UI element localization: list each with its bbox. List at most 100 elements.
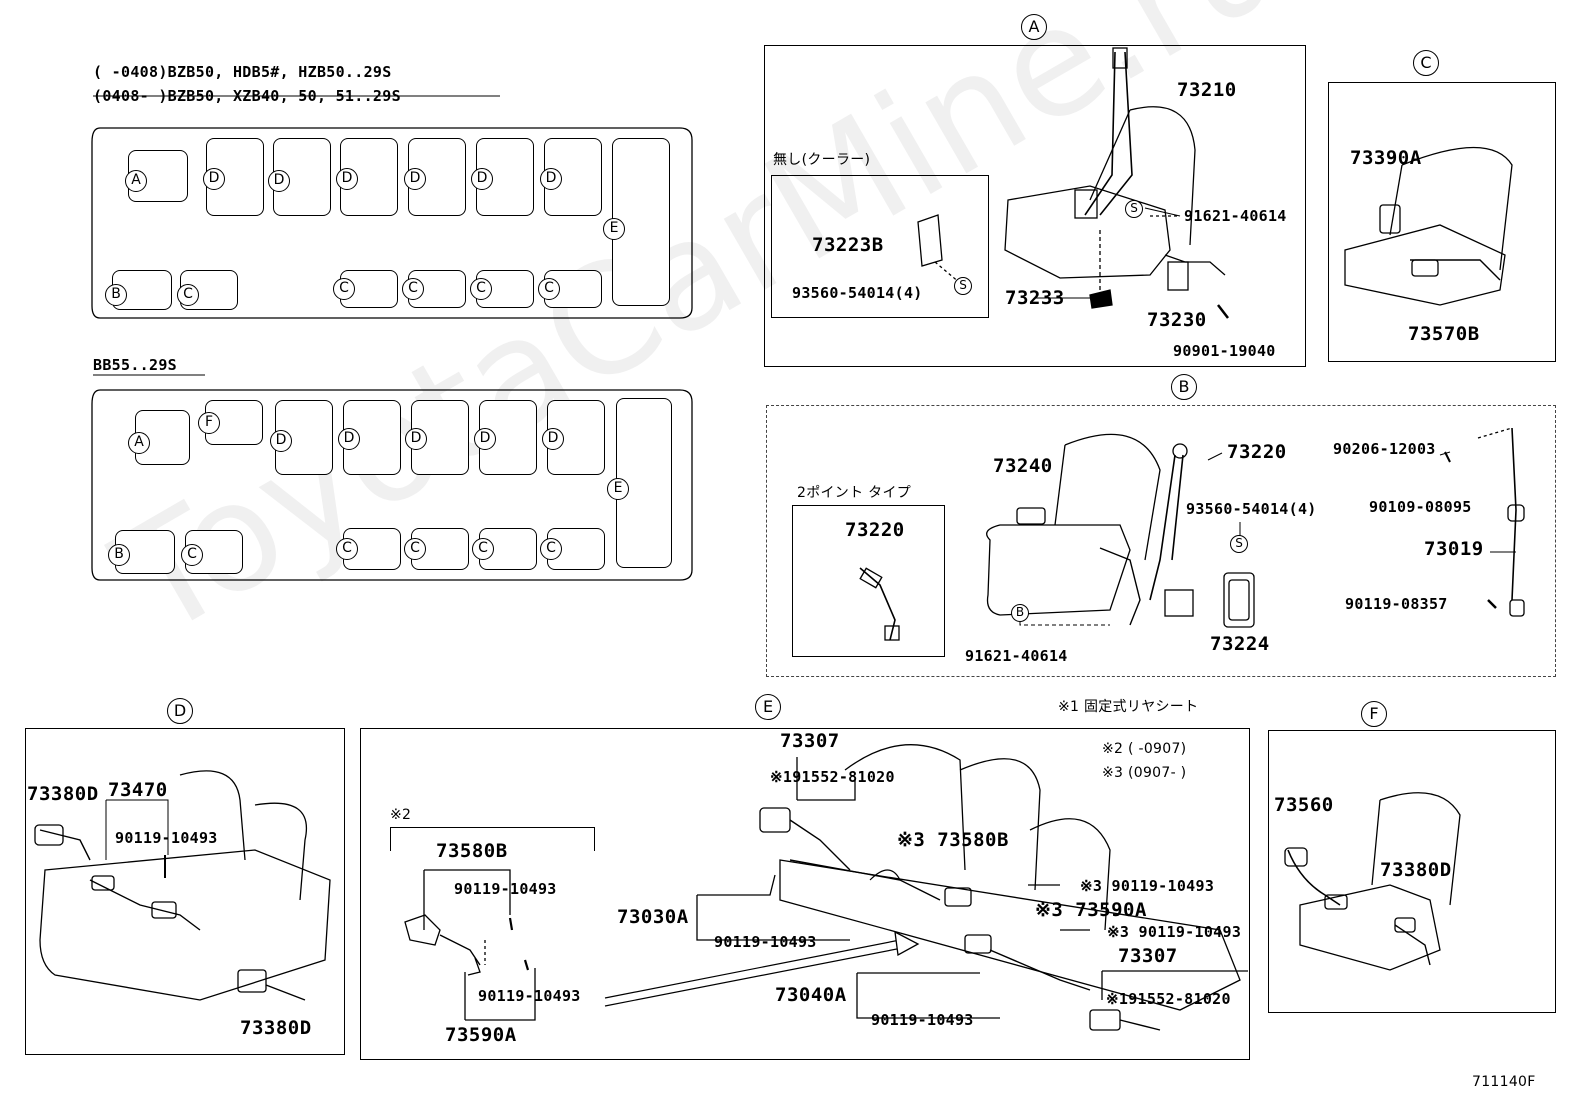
bus2-seat-front bbox=[115, 530, 175, 574]
bus2-marker-d: D bbox=[542, 428, 564, 450]
section-c-title: C bbox=[1413, 50, 1439, 76]
bus2-marker-c: C bbox=[404, 538, 426, 560]
seat-d-drawing bbox=[34, 770, 331, 1001]
part-73380d: 73380D bbox=[1380, 859, 1452, 881]
layout-heading-1: ( -0408)BZB50, HDB5#, HZB50..29S bbox=[93, 63, 392, 81]
seat-c-drawing bbox=[1344, 146, 1513, 306]
bus2-marker-e: E bbox=[607, 478, 629, 500]
bus1-marker-c: C bbox=[538, 278, 560, 300]
bus2-marker-c: C bbox=[336, 538, 358, 560]
section-d-frame bbox=[25, 728, 345, 1055]
bus1-marker-b: B bbox=[105, 284, 127, 306]
bus2-marker-b: B bbox=[108, 544, 130, 566]
note-3: ※3 (0907- ) bbox=[1102, 765, 1187, 781]
section-e-bracket bbox=[390, 827, 595, 851]
section-b-title: B bbox=[1171, 374, 1197, 400]
bus1-marker-d: D bbox=[471, 168, 493, 190]
section-b-sublabel: 2ポイント タイプ bbox=[797, 485, 912, 501]
bus2-seat-aisle bbox=[411, 528, 469, 570]
bus1-marker-a: A bbox=[125, 170, 147, 192]
part-73040a: 73040A bbox=[775, 984, 847, 1006]
layout-heading-2: (0408- )BZB50, XZB40, 50, 51..29S bbox=[93, 87, 401, 105]
section-a-subframe bbox=[771, 175, 989, 318]
part-91621-40614: 91621-40614 bbox=[965, 647, 1068, 665]
bus1-marker-d: D bbox=[404, 168, 426, 190]
part-90119-10493-3b: ※3 90119-10493 bbox=[1107, 923, 1242, 941]
marker-s: S bbox=[1125, 200, 1143, 218]
bus2-marker-c: C bbox=[181, 544, 203, 566]
part-73380d: 73380D bbox=[27, 783, 99, 805]
part-73030a: 73030A bbox=[617, 906, 689, 928]
bus1-marker-d: D bbox=[540, 168, 562, 190]
seat-f-drawing bbox=[1284, 792, 1461, 971]
part-73580b: 73580B bbox=[436, 840, 508, 862]
part-73470: 73470 bbox=[108, 779, 168, 801]
section-c-frame bbox=[1328, 82, 1556, 362]
section-e-title: E bbox=[755, 694, 781, 720]
section-a-title: A bbox=[1021, 14, 1047, 40]
bus1-marker-d: D bbox=[268, 170, 290, 192]
marker-s: S bbox=[954, 277, 972, 295]
part-73220: 73220 bbox=[1227, 441, 1287, 463]
bus2-marker-d: D bbox=[405, 428, 427, 450]
part-191552-81020-lower: ※191552-81020 bbox=[1106, 990, 1231, 1008]
bus1-marker-c: C bbox=[402, 278, 424, 300]
bus1-marker-c: C bbox=[470, 278, 492, 300]
part-73560: 73560 bbox=[1274, 794, 1334, 816]
part-90109-08095: 90109-08095 bbox=[1369, 498, 1472, 516]
marker-b: B bbox=[1011, 604, 1029, 622]
bus2-marker-c: C bbox=[472, 538, 494, 560]
part-90119-10493: 90119-10493 bbox=[115, 829, 218, 847]
part-73307-lower: 73307 bbox=[1118, 945, 1178, 967]
bus-outline-top bbox=[91, 127, 693, 319]
part-93560-54014: 93560-54014(4) bbox=[792, 284, 923, 302]
marker-s: S bbox=[1230, 535, 1248, 553]
part-73019: 73019 bbox=[1424, 538, 1484, 560]
bus1-seat-rear bbox=[612, 138, 670, 306]
part-90119-10493: 90119-10493 bbox=[478, 987, 581, 1005]
part-73210: 73210 bbox=[1177, 79, 1237, 101]
part-90119-10493: 90119-10493 bbox=[714, 933, 817, 951]
bus1-marker-c: C bbox=[333, 278, 355, 300]
part-90119-10493: 90119-10493 bbox=[454, 880, 557, 898]
part-91621-40614: 91621-40614 bbox=[1184, 207, 1287, 225]
bus2-marker-f: F bbox=[198, 412, 220, 434]
part-73224: 73224 bbox=[1210, 633, 1270, 655]
seat-e-drawing bbox=[404, 744, 1248, 1031]
section-f-frame bbox=[1268, 730, 1556, 1013]
part-73233: 73233 bbox=[1005, 287, 1065, 309]
part-90119-10493-3: ※3 90119-10493 bbox=[1080, 877, 1215, 895]
bus1-marker-c: C bbox=[177, 284, 199, 306]
part-90119-10493: 90119-10493 bbox=[871, 1011, 974, 1029]
part-90901-19040: 90901-19040 bbox=[1173, 342, 1276, 360]
note-1: ※1 固定式リヤシート bbox=[1058, 699, 1199, 715]
part-73570b: 73570B bbox=[1408, 323, 1480, 345]
part-93560-54014: 93560-54014(4) bbox=[1186, 500, 1317, 518]
part-90206-12003: 90206-12003 bbox=[1333, 440, 1436, 458]
seat-a-drawing bbox=[1004, 47, 1229, 319]
note-2: ※2 ( -0907) bbox=[1102, 741, 1187, 757]
part-90119-08357: 90119-08357 bbox=[1345, 595, 1448, 613]
bus1-marker-d: D bbox=[336, 168, 358, 190]
section-d-title: D bbox=[167, 698, 193, 724]
section-e-frame bbox=[360, 728, 1250, 1060]
bus1-marker-d: D bbox=[203, 168, 225, 190]
section-b-subframe bbox=[792, 505, 945, 657]
part-73230: 73230 bbox=[1147, 309, 1207, 331]
bus2-marker-d: D bbox=[338, 428, 360, 450]
figure-code: 711140F bbox=[1472, 1074, 1536, 1090]
part-73580b-3: ※3 73580B bbox=[897, 829, 1009, 851]
bus-outline-bottom bbox=[91, 389, 693, 581]
part-73390a: 73390A bbox=[1350, 147, 1422, 169]
bus2-marker-c: C bbox=[540, 538, 562, 560]
layout-heading-3: BB55..29S bbox=[93, 356, 177, 374]
bus2-marker-d: D bbox=[270, 430, 292, 452]
part-73307: 73307 bbox=[780, 730, 840, 752]
part-191552-81020: ※191552-81020 bbox=[770, 768, 895, 786]
section-e-sublabel: ※2 bbox=[390, 807, 412, 823]
bus2-marker-d: D bbox=[474, 428, 496, 450]
section-f-title: F bbox=[1361, 701, 1387, 727]
bus1-marker-e: E bbox=[603, 218, 625, 240]
part-73590a-3: ※3 73590A bbox=[1035, 899, 1147, 921]
